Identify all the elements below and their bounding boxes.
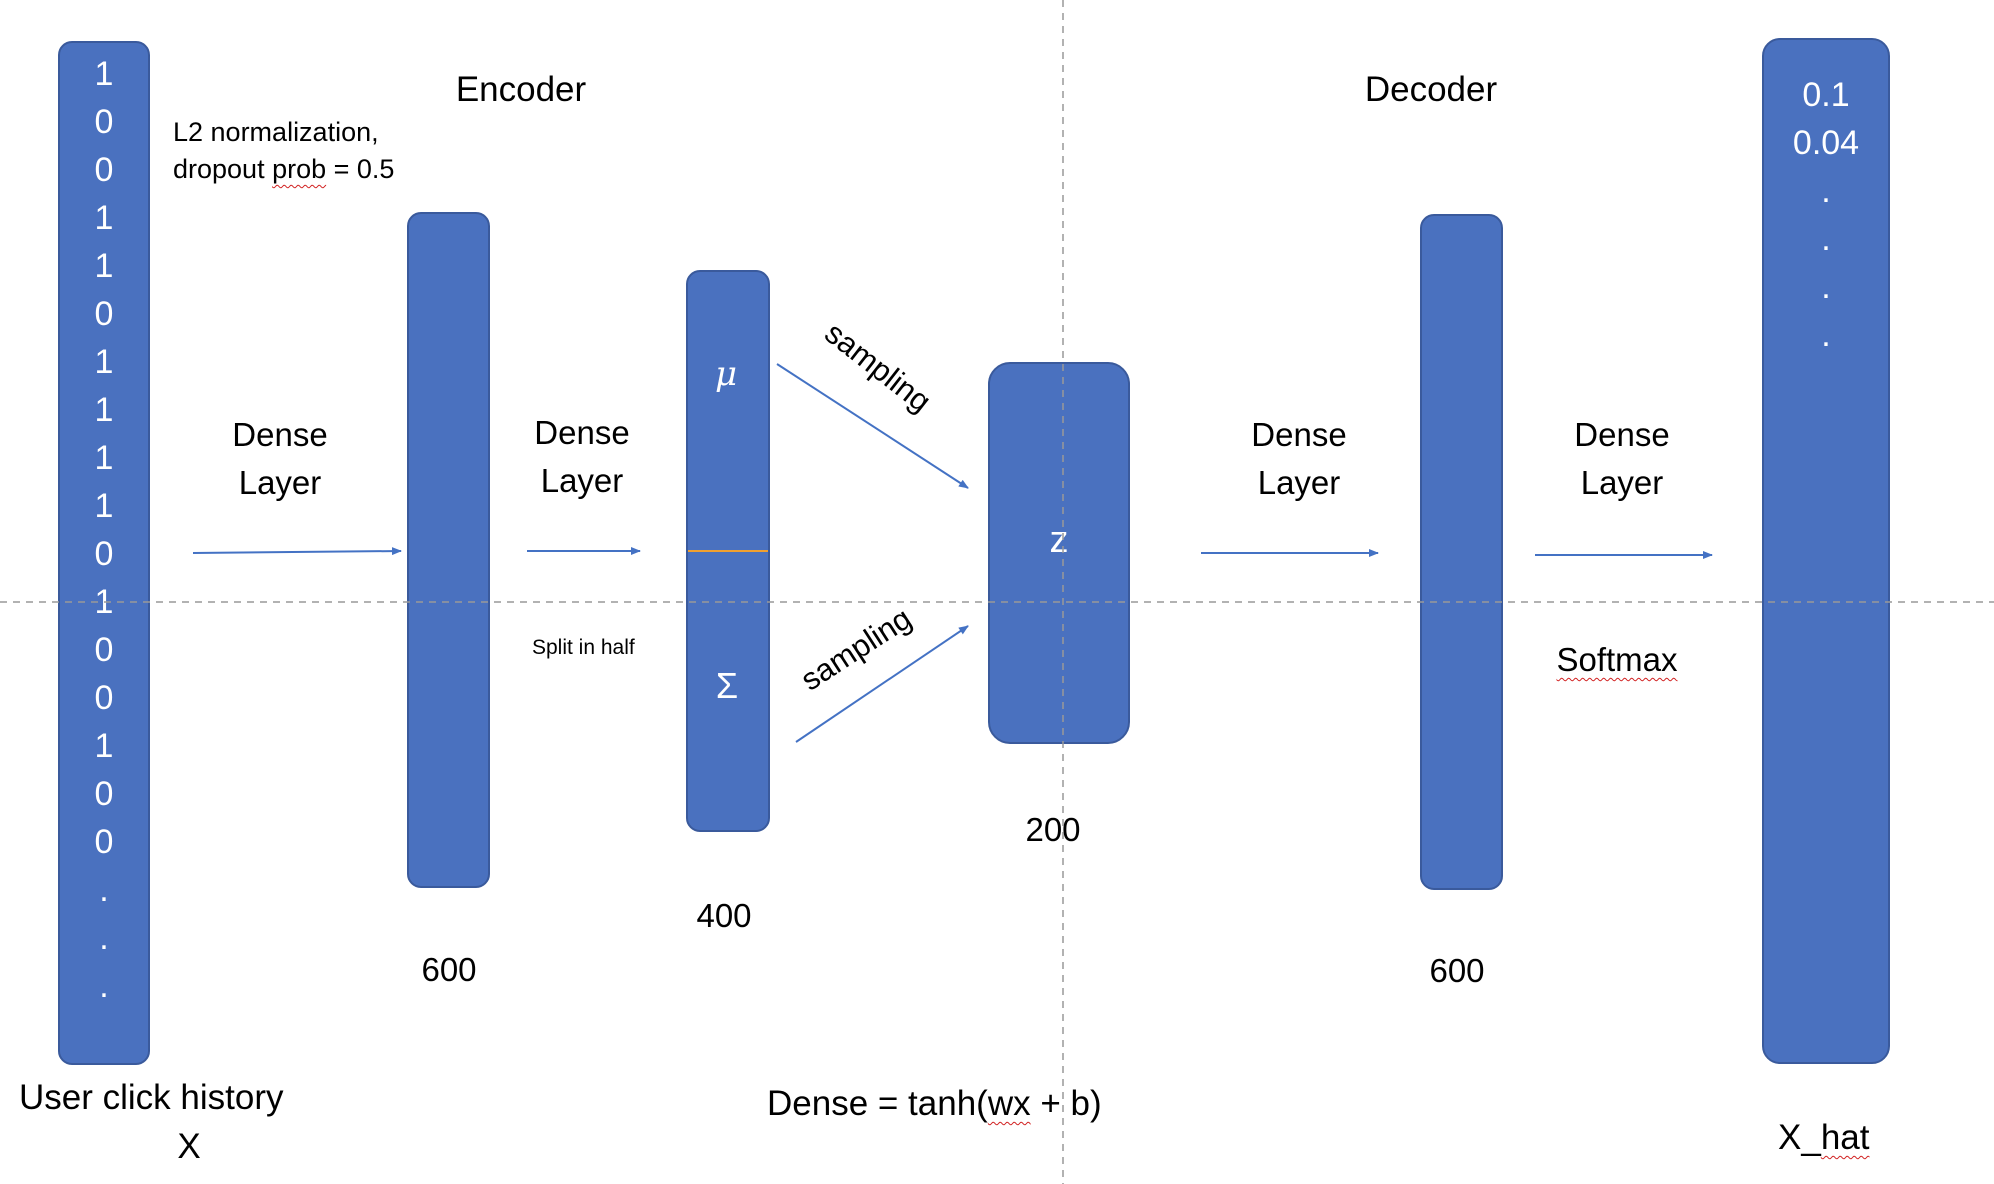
- vector-value: .: [1821, 172, 1831, 210]
- vector-value: 1: [94, 343, 114, 381]
- vector-value: 0.1: [1802, 76, 1850, 114]
- vector-value: 1: [94, 583, 114, 621]
- output-vector-box: [1762, 38, 1890, 1064]
- l2-normalization-note: L2 normalization, dropout prob = 0.5: [173, 114, 394, 188]
- dense-layer-label-2: Dense Layer: [534, 409, 629, 505]
- size-label-latent: 200: [1025, 811, 1081, 848]
- softmax-label: Softmax: [1556, 641, 1678, 678]
- vector-value: 0: [94, 103, 114, 141]
- encoder-hidden-box: [407, 212, 490, 888]
- vector-value: 1: [94, 487, 114, 525]
- vector-value: 1: [94, 727, 114, 765]
- l2-note-line2c: = 0.5: [326, 154, 395, 184]
- decoder-hidden-box: [1420, 214, 1503, 890]
- formula-part2: wx: [987, 1084, 1031, 1123]
- input-vector-box: [58, 41, 150, 1065]
- output-label-part1: X_: [1778, 1118, 1821, 1157]
- mu-symbol: μ: [714, 354, 738, 394]
- size-label-encoder-hidden: 600: [421, 951, 477, 988]
- input-label: User click history: [19, 1078, 284, 1117]
- dense-layer-2-line2: Layer: [540, 462, 624, 499]
- vector-value: .: [1821, 316, 1831, 354]
- sigma-symbol: Σ: [715, 665, 739, 706]
- dense-layer-4-line2: Layer: [1580, 464, 1664, 501]
- l2-note-line2b: prob: [272, 154, 327, 184]
- vector-value: 0: [94, 631, 114, 669]
- dense-layer-3-line1: Dense: [1251, 416, 1347, 453]
- formula-part1: Dense = tanh(: [767, 1084, 988, 1123]
- vector-value: .: [99, 967, 109, 1005]
- input-symbol: X: [177, 1127, 201, 1166]
- l2-note-line1: L2 normalization,: [173, 117, 379, 147]
- arrow-sigma-to-z: [795, 625, 969, 743]
- arrow-mu-to-z: [776, 363, 969, 489]
- dense-layer-4-line1: Dense: [1574, 416, 1670, 453]
- dense-layer-label-3: Dense Layer: [1251, 411, 1346, 507]
- vector-value: 1: [94, 55, 114, 93]
- dense-layer-1-line1: Dense: [232, 416, 328, 453]
- vector-value: .: [1821, 268, 1831, 306]
- dense-layer-label-4: Dense Layer: [1574, 411, 1669, 507]
- vector-value: 0: [94, 535, 114, 573]
- dense-formula: Dense = tanh(wx + b): [767, 1086, 1102, 1121]
- dense-layer-label-1: Dense Layer: [232, 411, 327, 507]
- dense-layer-1-line2: Layer: [238, 464, 322, 501]
- output-label: X_hat: [1778, 1120, 1869, 1155]
- size-label-decoder-hidden: 600: [1429, 952, 1485, 989]
- vector-value: 0: [94, 823, 114, 861]
- vector-value: 0: [94, 679, 114, 717]
- dense-layer-2-line1: Dense: [534, 414, 630, 451]
- input-values: 1 0 0 1 1 0 1 1 1 1 0 1 0 0 1 0 0...: [74, 50, 134, 1010]
- latent-z-box: [988, 362, 1130, 744]
- vector-value: 1: [94, 247, 114, 285]
- vector-value: 0: [94, 775, 114, 813]
- formula-part3: + b): [1030, 1084, 1102, 1123]
- vector-value: 0: [94, 151, 114, 189]
- decoder-label: Decoder: [1364, 70, 1498, 109]
- vector-value: .: [99, 871, 109, 909]
- dense-layer-3-line2: Layer: [1257, 464, 1341, 501]
- encoder-label: Encoder: [455, 70, 587, 109]
- vector-value: .: [1821, 220, 1831, 258]
- output-label-part2: hat: [1820, 1118, 1870, 1157]
- l2-note-line2a: dropout: [173, 154, 273, 184]
- vector-value: 0: [94, 295, 114, 333]
- vector-value: 1: [94, 439, 114, 477]
- vector-value: 1: [94, 199, 114, 237]
- vector-value: 0.04: [1792, 124, 1860, 162]
- split-in-half-note: Split in half: [532, 636, 635, 659]
- arrow-input-to-encoder: [192, 547, 402, 556]
- size-label-mu-sigma: 400: [696, 897, 752, 934]
- vector-value: .: [99, 919, 109, 957]
- vector-value: 1: [94, 391, 114, 429]
- output-values: 0.1 0.04....: [1786, 71, 1866, 359]
